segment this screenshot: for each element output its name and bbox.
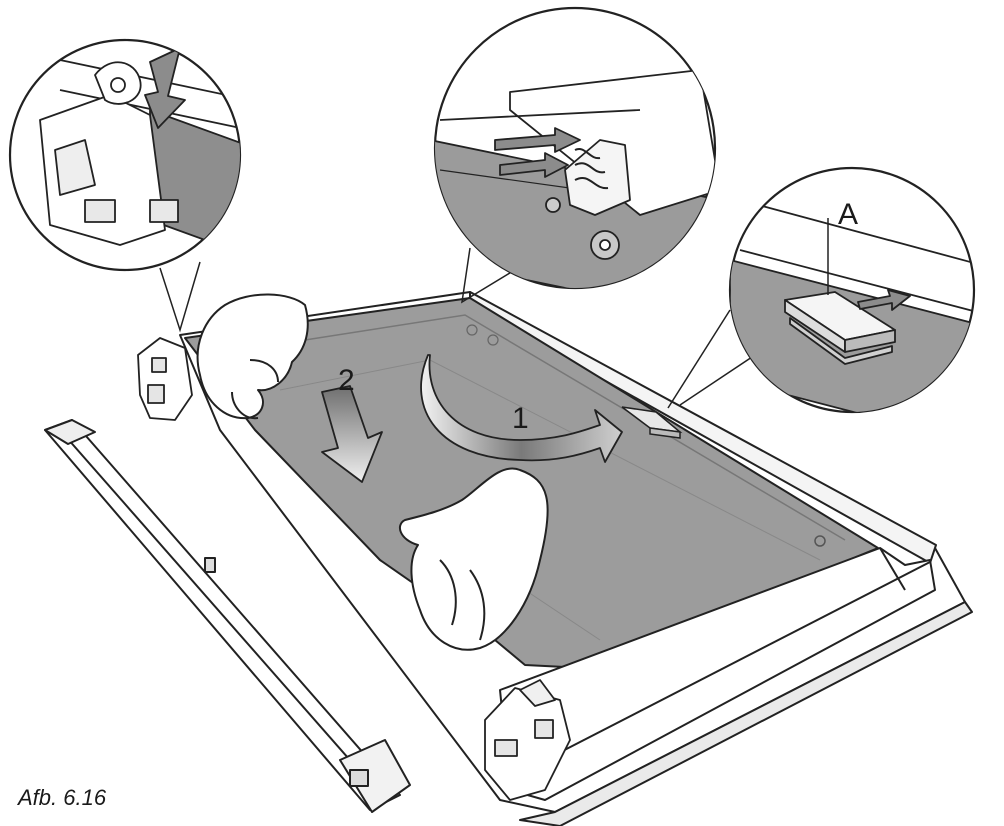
step-2-arrow — [321, 385, 383, 483]
upper-hand-illustration — [196, 293, 309, 420]
step-2-label: 2 — [338, 364, 355, 397]
part-a-label: A — [838, 198, 858, 231]
zoom-detail-clip-a — [728, 166, 976, 414]
step-1-label: 1 — [512, 402, 529, 435]
top-hinge-bracket — [137, 337, 193, 421]
step-1-curved-arrow — [420, 354, 623, 463]
lower-hand-illustration — [398, 467, 549, 651]
bottom-hinge-bracket — [484, 679, 571, 801]
clip-a-on-panel — [621, 406, 683, 439]
figure-caption: Afb. 6.16 — [18, 785, 107, 810]
zoom-detail-hinge-release — [8, 38, 242, 272]
detached-side-rail — [44, 419, 411, 813]
zoom-detail-connector — [433, 6, 717, 290]
